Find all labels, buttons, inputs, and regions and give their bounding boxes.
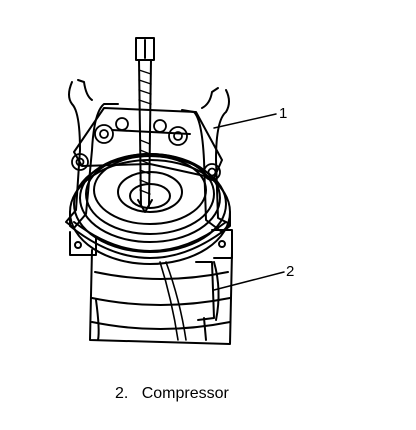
callout-2: 2 bbox=[286, 263, 294, 280]
compressor-wire bbox=[159, 261, 179, 341]
compressor-body bbox=[89, 249, 233, 345]
forcing-screw bbox=[135, 37, 155, 213]
leader-line-2 bbox=[213, 271, 285, 291]
callout-1: 1 bbox=[279, 105, 287, 122]
caption-text: Compressor bbox=[141, 385, 229, 402]
caption-number: 2. bbox=[115, 385, 129, 402]
leader-line-1 bbox=[213, 113, 277, 129]
mounting-ears bbox=[69, 229, 233, 259]
figure-caption: 2. Compressor bbox=[115, 385, 229, 403]
compressor-wire-2 bbox=[165, 261, 187, 341]
yoke-bolts bbox=[71, 117, 221, 181]
